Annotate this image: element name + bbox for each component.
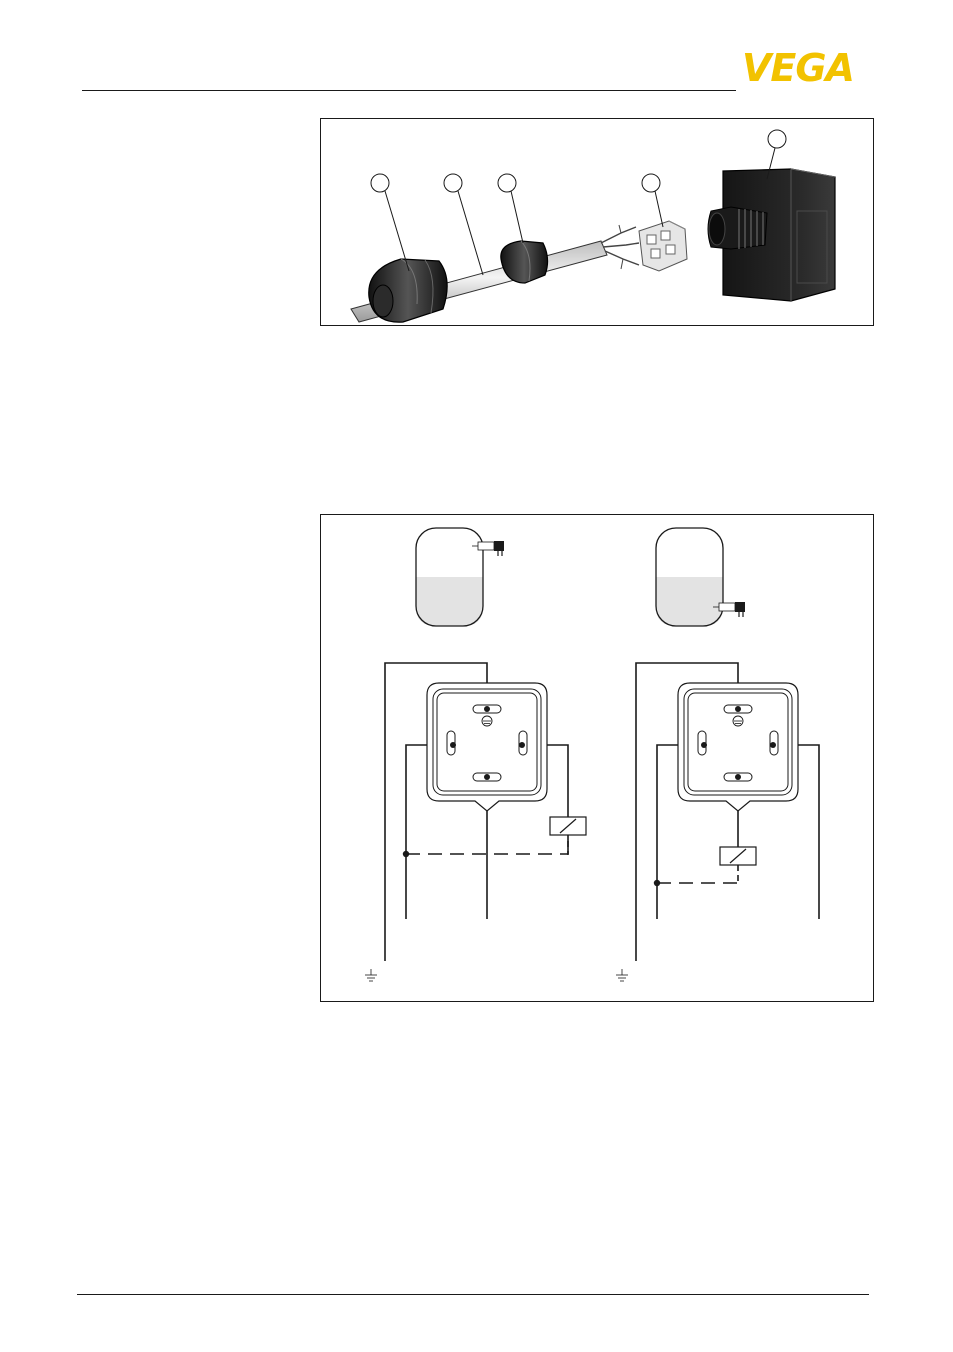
- right-panel: [616, 528, 819, 981]
- callout-1: [371, 174, 409, 271]
- contact-insert-icon: [639, 221, 687, 271]
- left-panel: [365, 528, 586, 981]
- footer-rule: [77, 1294, 869, 1295]
- relay-coil-left-icon: [550, 817, 586, 835]
- vessel-low-level-icon: [416, 528, 504, 626]
- header-rule: [82, 90, 736, 91]
- vessel-high-level-icon: [656, 528, 745, 626]
- callout-2: [444, 174, 483, 275]
- connector-housing-icon: [708, 169, 835, 301]
- vega-logo-text: VEGA: [742, 48, 854, 86]
- callout-3: [498, 174, 523, 243]
- callout-4: [642, 174, 663, 227]
- level-sensor-top-icon: [472, 541, 504, 556]
- ground-symbol-left-icon: [365, 969, 377, 981]
- assembly-figure: [320, 118, 874, 326]
- ground-symbol-right-icon: [616, 969, 628, 981]
- vega-logo: VEGA: [740, 48, 872, 86]
- connector-face-left-icon: [427, 683, 547, 811]
- relay-coil-right-icon: [720, 847, 756, 865]
- connector-face-right-icon: [678, 683, 798, 811]
- wiring-figure: [320, 514, 874, 1002]
